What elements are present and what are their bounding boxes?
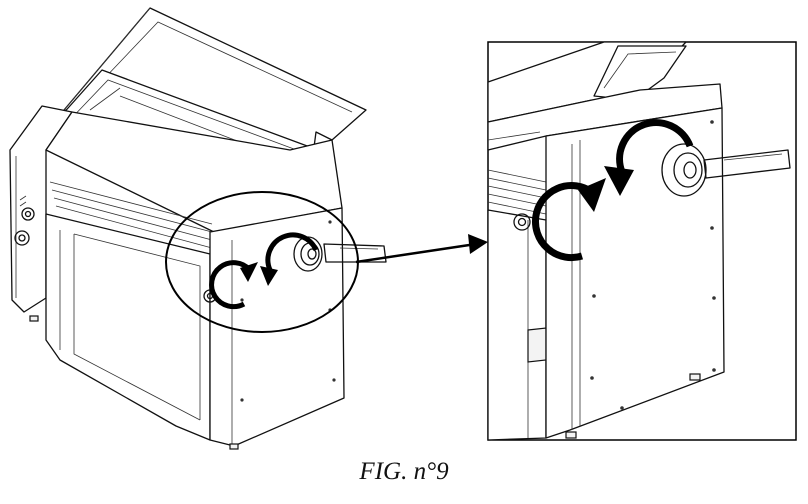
control-knobs: [14, 195, 35, 246]
rotation-arrow-icon: [209, 260, 252, 310]
rotation-arrow-icon: [616, 119, 694, 174]
side-knob-detail: [487, 41, 797, 441]
dough-sheeter-machine: [9, 7, 387, 450]
figure-caption: FIG. n°9: [359, 458, 449, 485]
rotation-arrow-icon: [531, 182, 594, 262]
detail-arrow: [355, 234, 488, 264]
rotation-arrow-icon: [265, 232, 319, 271]
